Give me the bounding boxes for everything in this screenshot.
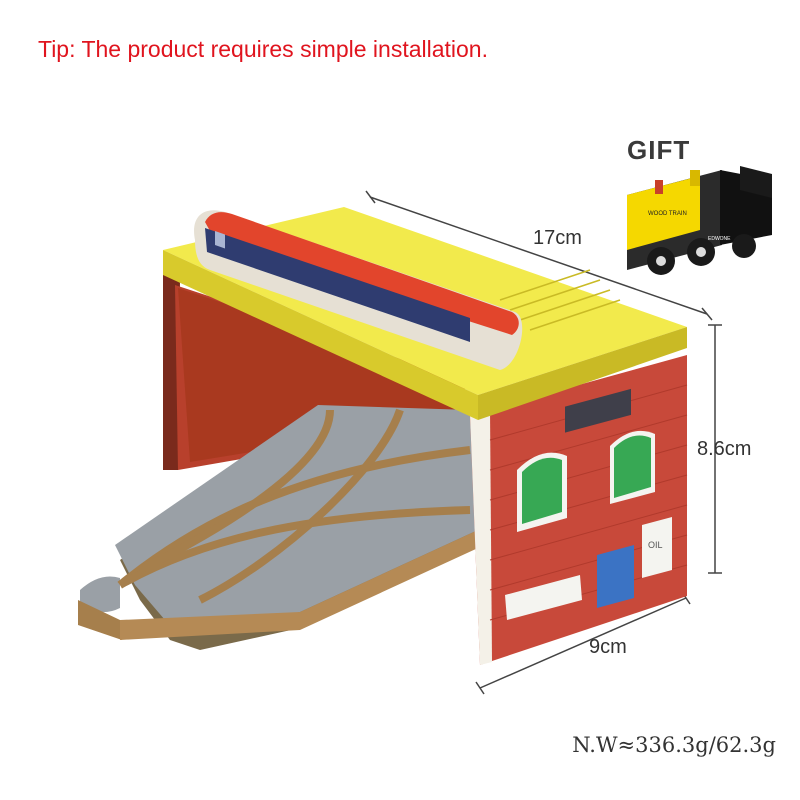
door (597, 545, 634, 608)
track-base (78, 405, 480, 650)
dimension-length: 17cm (533, 227, 582, 249)
front-wall: OIL (470, 355, 688, 665)
toy-train-brand: EDWONE (708, 236, 731, 242)
gift-label: GIFT (627, 135, 691, 165)
dimension-width: 9cm (589, 636, 627, 658)
dimension-height: 8.6cm (697, 438, 752, 460)
tip-text: Tip: The product requires simple install… (38, 36, 488, 62)
parking-sign (565, 388, 631, 433)
dimension-line-length (365, 190, 713, 321)
toy-train-side-text: WOOD TRAIN (648, 211, 687, 217)
dimension-line-height (708, 324, 722, 574)
bench (505, 575, 582, 620)
oil-barrel: OIL (642, 517, 672, 578)
window-right (610, 430, 655, 504)
window-left (517, 452, 567, 532)
gift-toy-train: WOOD TRAIN EDWONE (627, 166, 772, 275)
oil-sign-text: OIL (648, 540, 663, 550)
monorail-train (194, 210, 523, 370)
net-weight: N.W≈336.3g/62.3g (572, 733, 776, 757)
